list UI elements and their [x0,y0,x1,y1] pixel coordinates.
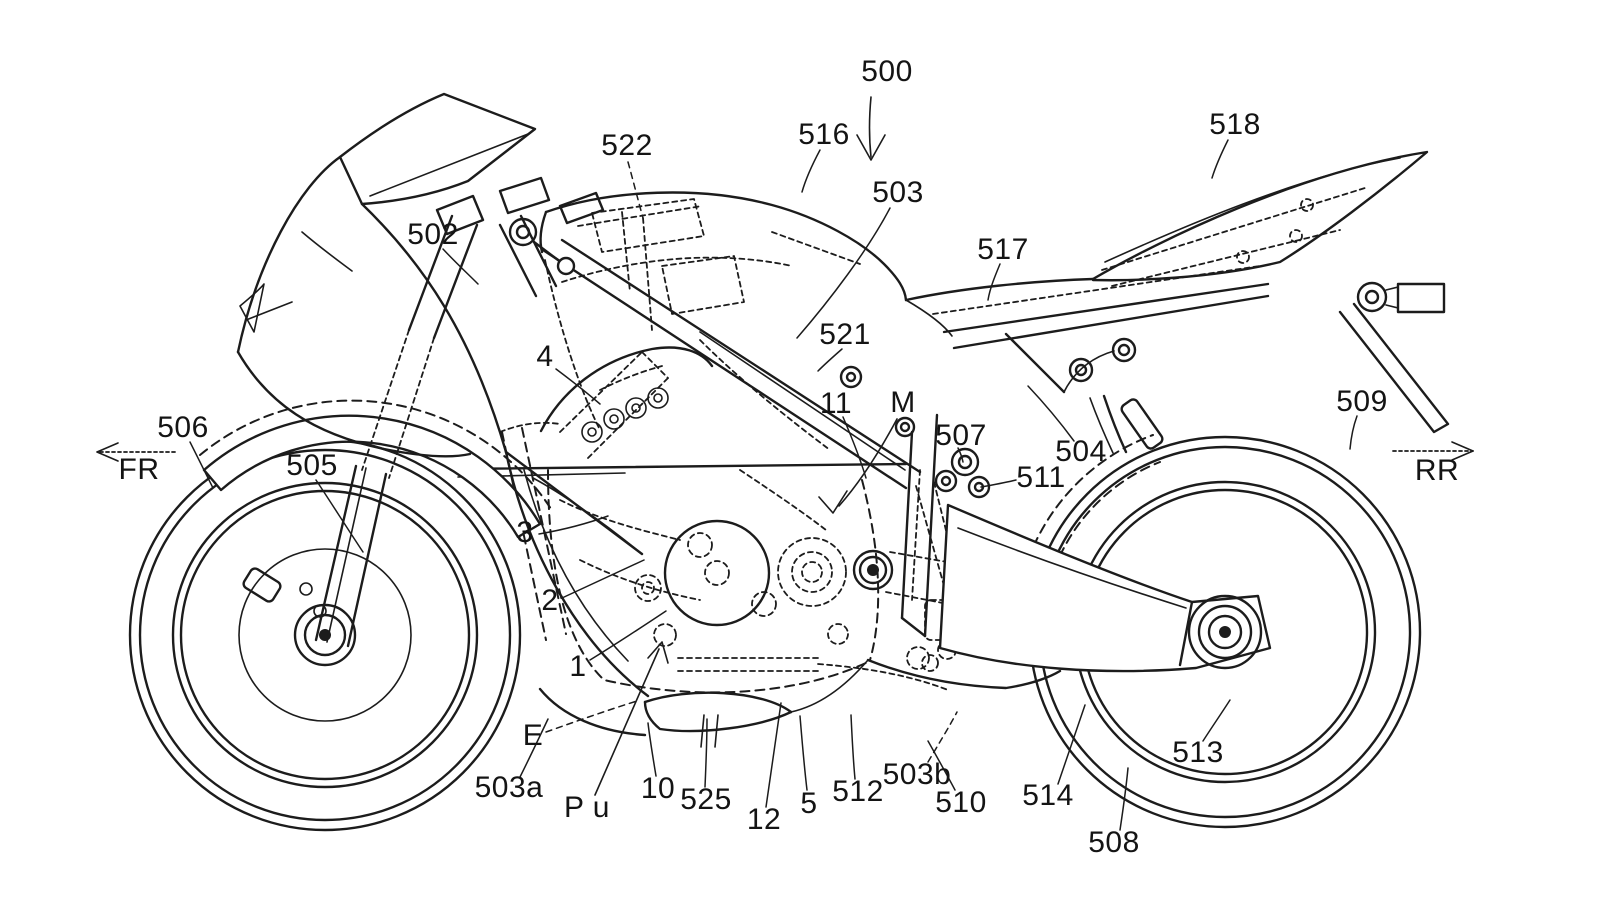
ref-label-505: 505 [286,449,338,482]
direction-arrows [96,96,1474,796]
ref-label-508: 508 [1088,826,1140,859]
rear-fender-stay [1338,281,1450,434]
ref-label-1: 1 [569,650,587,683]
ref-label-500: 500 [861,55,913,88]
ref-label-521: 521 [819,318,871,351]
engine-internals [499,198,949,694]
ref-label-503a: 503a [474,771,544,804]
ref-label-pu: P u [564,791,610,824]
ref-label-e: E [522,719,544,752]
front-fork [242,176,605,648]
front-wheel [128,438,522,832]
orientation-label-rr: RR [1414,454,1460,487]
frame [453,214,991,638]
tank-seat-tail [539,150,1450,454]
ref-label-503b: 503b [882,758,952,791]
pump-position-arrow [594,641,669,796]
ref-label-10: 10 [640,772,676,805]
ref-label-516: 516 [798,118,850,151]
ref-label-522: 522 [601,129,653,162]
ref-label-504: 504 [1055,435,1107,468]
front-bodywork [236,92,1062,748]
ref-500-arrow [856,96,886,161]
ref-label-514: 514 [1022,779,1074,812]
ref-label-525: 525 [680,783,732,816]
ref-label-2: 2 [541,584,559,617]
ref-label-517: 517 [977,233,1029,266]
ref-label-512: 512 [832,775,884,808]
ref-label-503: 503 [872,176,924,209]
leader-lines [189,139,1358,831]
ref-label-507: 507 [935,419,987,452]
rr-direction-arrow [1392,441,1474,461]
ref-label-511: 511 [1016,461,1066,494]
ref-label-513: 513 [1172,736,1224,769]
ref-label-509: 509 [1336,385,1388,418]
ref-label-4: 4 [536,340,554,373]
ref-label-m: M [890,386,916,419]
swingarm [938,503,1272,673]
motor-position-arrow [818,418,898,514]
ref-label-3: 3 [516,516,534,549]
ref-label-506: 506 [157,411,209,444]
ref-label-502: 502 [407,218,459,251]
ref-label-510: 510 [935,786,987,819]
ref-label-5: 5 [800,787,818,820]
ref-label-11: 11 [819,387,853,420]
fr-direction-arrow [96,442,176,462]
front-fender [199,399,554,539]
ref-label-12: 12 [746,803,782,836]
orientation-label-fr: FR [118,453,160,486]
ref-label-518: 518 [1209,108,1261,141]
